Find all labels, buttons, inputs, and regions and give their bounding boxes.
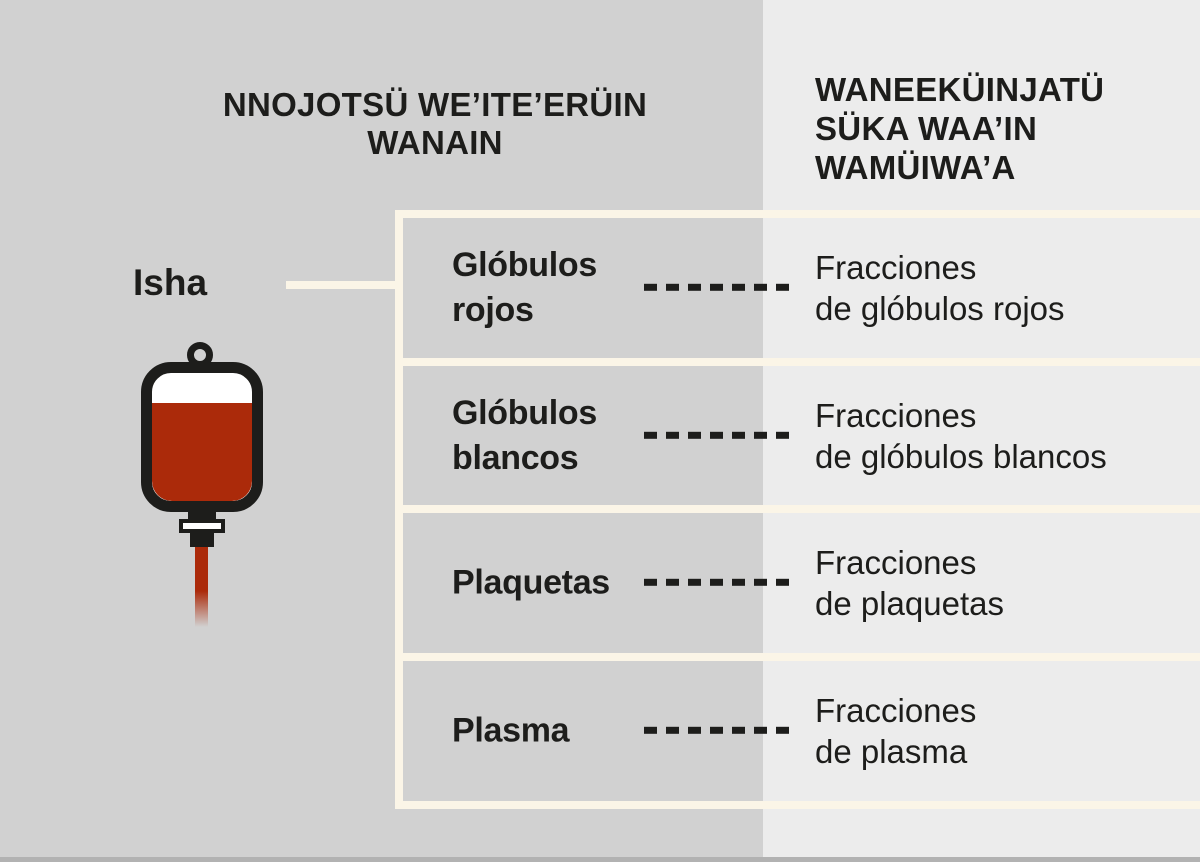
- component-row-platelets: Plaquetas Fracciones de plaquetas: [0, 513, 1200, 653]
- header-right-line1: WANEEKÜINJATÜ: [815, 71, 1105, 108]
- fraction-line2: de plaquetas: [815, 585, 1004, 622]
- component-row-red-cells: Glóbulos rojos Fracciones de glóbulos ro…: [0, 218, 1200, 358]
- row-separator-line-5: [395, 801, 1200, 809]
- fraction-text: Fracciones de plasma: [815, 690, 976, 772]
- fraction-line2: de plasma: [815, 733, 968, 770]
- fraction-line2: de glóbulos rojos: [815, 290, 1065, 327]
- header-left-title: NNOJOTSÜ WE’ITE’ERÜIN WANAIN: [175, 86, 695, 162]
- source-label: Isha: [133, 262, 208, 303]
- dashed-connector-line: [644, 283, 792, 291]
- header-right-title: WANEEKÜINJATÜ SÜKA WAA’IN WAMÜIWA’A: [815, 70, 1175, 187]
- component-label: Plasma: [452, 709, 570, 754]
- bottom-border-strip: [0, 857, 1200, 862]
- fraction-line1: Fracciones: [815, 692, 977, 729]
- component-label-line1: Plaquetas: [452, 563, 610, 602]
- component-label-line2: blancos: [452, 438, 579, 477]
- row-separator-line-1: [395, 210, 1200, 218]
- dashed-connector-line: [644, 431, 792, 439]
- fraction-text: Fracciones de glóbulos rojos: [815, 247, 1065, 329]
- fraction-line1: Fracciones: [815, 544, 977, 581]
- blood-bag-body: [141, 362, 263, 512]
- header-right-line2: SÜKA WAA’IN: [815, 110, 1038, 147]
- component-row-white-cells: Glóbulos blancos Fracciones de glóbulos …: [0, 366, 1200, 505]
- component-label-line1: Glóbulos: [452, 393, 597, 432]
- component-label-line1: Plasma: [452, 711, 570, 750]
- blood-bag-tube: [195, 547, 208, 627]
- blood-bag-flange: [179, 519, 225, 533]
- component-row-plasma: Plasma Fracciones de plasma: [0, 661, 1200, 801]
- blood-bag-nozzle: [190, 532, 214, 547]
- blood-bag-stem: [188, 510, 216, 520]
- dashed-connector-line: [644, 578, 792, 586]
- right-background-panel: [763, 0, 1200, 862]
- component-label-line2: rojos: [452, 291, 534, 329]
- component-label: Plaquetas: [452, 561, 610, 606]
- blood-bag-fill: [152, 403, 252, 501]
- isha-connector-line: [286, 281, 395, 289]
- fraction-line1: Fracciones: [815, 396, 977, 434]
- component-label: Glóbulos blancos: [452, 391, 597, 481]
- left-background-panel: [0, 0, 763, 862]
- fraction-text: Fracciones de plaquetas: [815, 542, 1004, 624]
- row-separator-line-4: [395, 653, 1200, 661]
- header-left-line1: NNOJOTSÜ WE’ITE’ERÜIN: [222, 86, 648, 123]
- row-separator-line-3: [395, 505, 1200, 513]
- fraction-line1: Fracciones: [815, 249, 977, 286]
- row-separator-line-2: [395, 358, 1200, 366]
- header-right-line3: WAMÜIWA’A: [815, 149, 1016, 186]
- header-left-line2: WANAIN: [367, 124, 503, 161]
- component-label: Glóbulos rojos: [452, 243, 597, 333]
- blood-bag-icon: [140, 342, 264, 632]
- fraction-line2: de glóbulos blancos: [815, 437, 1107, 475]
- component-label-line1: Glóbulos: [452, 246, 597, 284]
- dashed-connector-line: [644, 726, 792, 734]
- fraction-text: Fracciones de glóbulos blancos: [815, 395, 1107, 477]
